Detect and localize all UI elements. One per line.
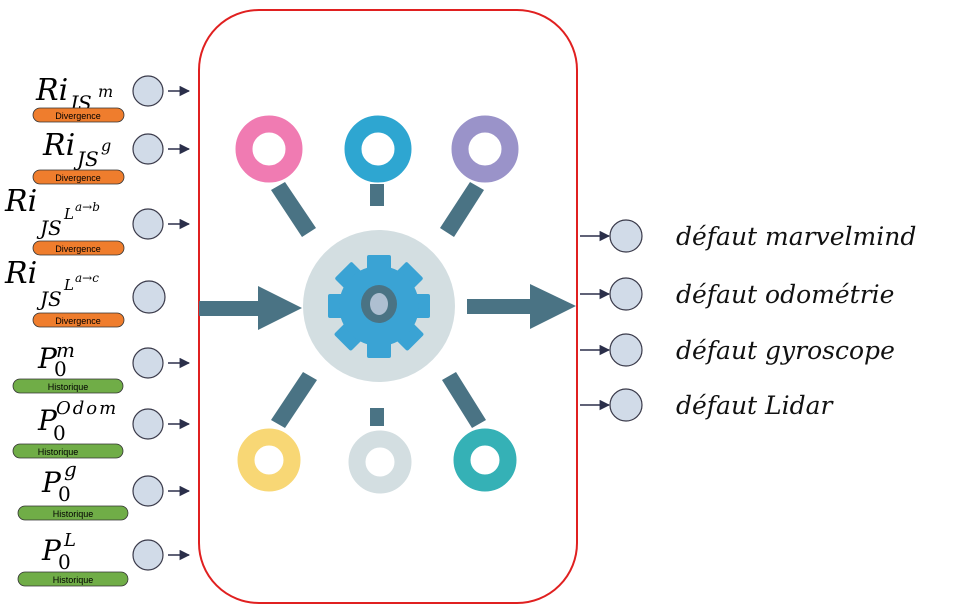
divergence-pill [32,107,125,123]
historique-pill [17,571,129,587]
input-ri-js-m: Ri JS m Divergence [32,73,191,123]
output-defaut-lidar: défaut Lidar [580,388,835,422]
blue-ring-icon [344,115,412,183]
svg-text:Historique: Historique [38,447,79,457]
svg-text:Ri: Ri [35,73,68,108]
svg-text:Divergence: Divergence [55,244,101,254]
input-port [132,347,164,379]
svg-text:P: P [37,404,58,437]
svg-text:défaut Lidar: défaut Lidar [676,391,835,420]
input-port [132,133,164,165]
svg-text:Divergence: Divergence [55,111,101,121]
gear-icon [303,230,455,382]
historique-pill [12,443,124,459]
input-port [132,280,166,314]
svg-text:Divergence: Divergence [55,316,101,326]
svg-text:Historique: Historique [48,382,89,392]
svg-text:Ri: Ri [4,256,37,291]
svg-text:P: P [41,466,62,499]
svg-text:0: 0 [58,550,71,574]
input-flow-arrow [199,286,302,330]
svg-text:P: P [37,342,58,375]
divergence-pill [32,240,125,256]
output-port [609,277,643,311]
input-port [132,75,164,107]
svg-text:Historique: Historique [53,509,94,519]
output-defaut-gyroscope: défaut gyroscope [580,333,895,367]
output-flow-arrow [467,284,576,329]
svg-text:0: 0 [53,421,66,445]
svg-text:g: g [64,457,77,481]
svg-text:0: 0 [58,482,71,506]
pink-ring-icon [235,115,303,183]
divergence-pill [32,312,125,328]
svg-text:Odom: Odom [56,398,118,419]
svg-text:0: 0 [54,357,67,381]
input-ri-js-g: Ri JS g Divergence [32,128,191,185]
input-p0-g: P 0 g Historique [17,457,191,521]
input-port [132,408,164,440]
input-p0-m: P 0 m Historique [12,338,191,394]
input-p0-odom: P 0 Odom Historique [12,398,191,459]
svg-text:L: L [63,205,74,223]
svg-text:Historique: Historique [53,575,94,585]
input-port [132,208,164,240]
svg-text:L: L [63,530,76,551]
historique-pill [12,378,124,394]
output-port [609,219,643,253]
gray-ring-icon [348,430,412,494]
svg-text:défaut odométrie: défaut odométrie [676,280,894,309]
yellow-ring-icon [237,428,301,492]
svg-text:g: g [101,136,111,155]
output-port [609,333,643,367]
divergence-pill [32,169,125,185]
output-defaut-odometrie: défaut odométrie [580,277,894,311]
input-ri-js-l-ab: Ri JS L a→b Divergence [4,184,191,256]
input-port [132,539,164,571]
svg-text:P: P [41,534,62,567]
svg-text:Ri: Ri [4,184,37,219]
historique-pill [17,505,129,521]
svg-text:JS: JS [73,147,99,171]
input-p0-l: P 0 L Historique [17,530,191,587]
svg-text:défaut marvelmind: défaut marvelmind [676,222,916,251]
output-port [609,388,643,422]
input-ri-js-l-ac: Ri JS L a→c Divergence [4,256,166,328]
input-port [132,475,164,507]
hub-spokes [271,182,486,428]
purple-ring-icon [451,115,519,183]
svg-text:Divergence: Divergence [55,173,101,183]
svg-text:a→c: a→c [75,271,99,285]
output-defaut-marvelmind: défaut marvelmind [580,219,916,253]
svg-text:Ri: Ri [42,128,75,163]
teal-ring-icon [453,428,517,492]
svg-text:L: L [63,276,74,294]
svg-text:m: m [98,82,113,101]
svg-text:m: m [56,338,75,362]
svg-text:JS: JS [36,287,62,311]
svg-text:JS: JS [36,216,62,240]
svg-text:défaut gyroscope: défaut gyroscope [676,336,895,365]
svg-text:a→b: a→b [75,200,100,214]
